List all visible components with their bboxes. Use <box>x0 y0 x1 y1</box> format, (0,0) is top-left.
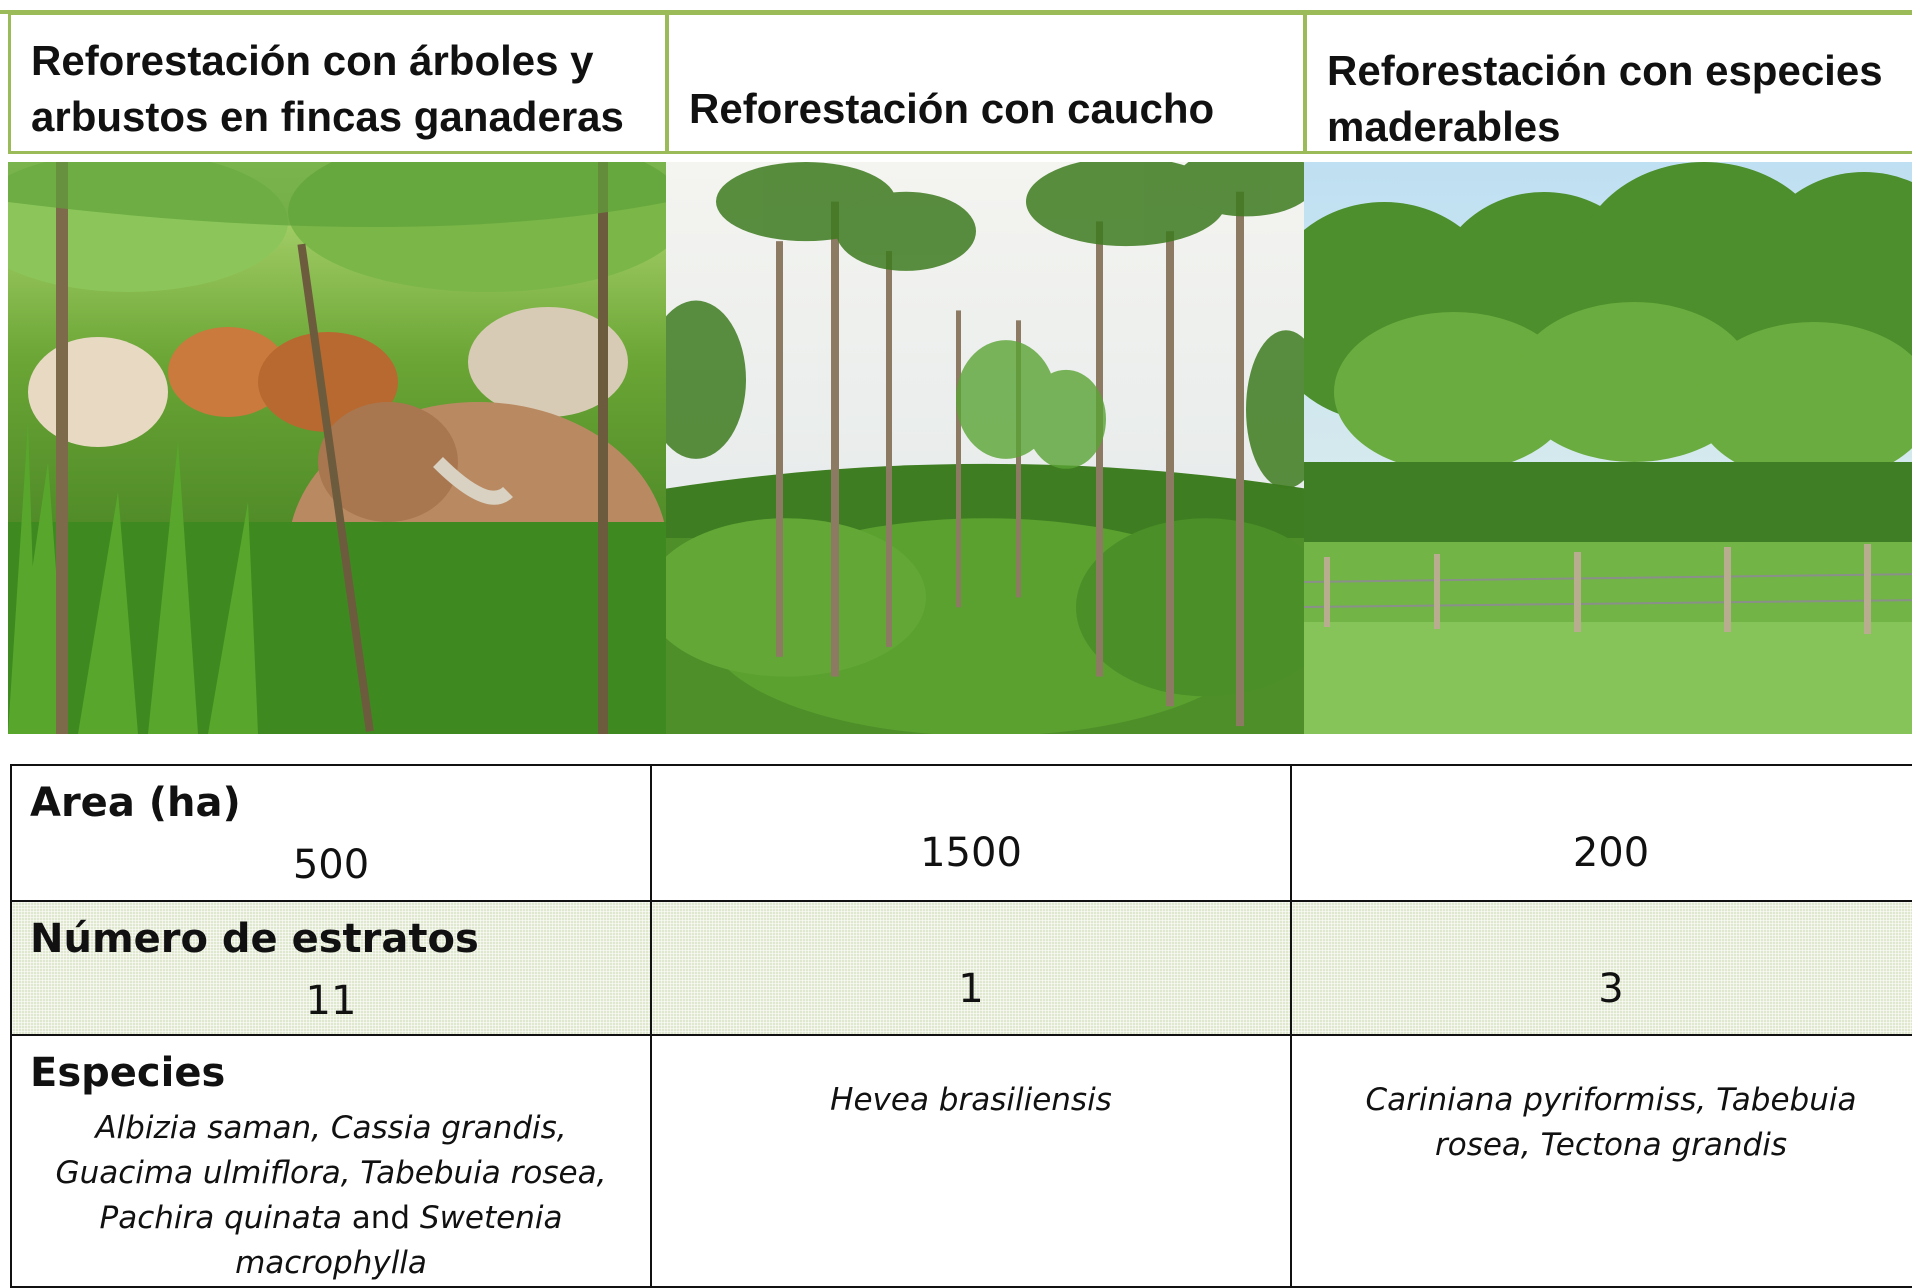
panel-rubber: Reforestación con caucho <box>666 12 1306 734</box>
rubber-plantation-photo <box>666 162 1306 734</box>
species-list: Cariniana pyriformiss, Tabebuia rosea, T… <box>1365 1082 1857 1163</box>
area-label: Area (ha) <box>30 780 241 826</box>
table-cell: Especies Albizia saman, Cassia grandis, … <box>10 1034 652 1288</box>
panel-title-rubber: Reforestación con caucho <box>666 12 1306 154</box>
panel-title-cattle-farms: Reforestación con árboles y arbustos en … <box>8 12 668 154</box>
area-value: 500 <box>292 842 370 888</box>
area-value: 1500 <box>920 830 1022 876</box>
title-line-1: Reforestación con especies <box>1327 47 1883 94</box>
species-names: Swetenia macrophylla <box>235 1200 563 1281</box>
table-cell: Número de estratos 11 <box>10 900 652 1036</box>
strata-value: 11 <box>305 978 357 1024</box>
table-cell: 3 <box>1290 900 1912 1036</box>
timber-plantation-photo <box>1304 162 1912 734</box>
table-row-strata: Número de estratos 11 1 3 <box>10 900 1912 1036</box>
table-cell: Hevea brasiliensis <box>650 1034 1292 1288</box>
table-row-species: Especies Albizia saman, Cassia grandis, … <box>10 1034 1912 1288</box>
table-cell: Area (ha) 500 <box>10 764 652 902</box>
panel-timber: Reforestación con especies maderables <box>1304 12 1912 734</box>
title-line-1: Reforestación con árboles y <box>31 37 594 84</box>
table-cell: 1 <box>650 900 1292 1036</box>
table-row-area: Area (ha) 500 1500 200 <box>10 764 1912 902</box>
panel-cattle-farms: Reforestación con árboles y arbustos en … <box>8 12 668 734</box>
strata-label: Número de estratos <box>30 916 479 962</box>
panel-title-timber: Reforestación con especies maderables <box>1304 12 1912 154</box>
species-conjunction: and <box>351 1200 411 1236</box>
cattle-grazing-photo <box>8 162 668 734</box>
title-line-2: maderables <box>1327 103 1561 150</box>
strata-value: 3 <box>1598 966 1624 1012</box>
table-cell: 1500 <box>650 764 1292 902</box>
strata-value: 1 <box>958 966 984 1012</box>
title-line-2: arbustos en fincas ganaderas <box>31 93 624 140</box>
table-cell: 200 <box>1290 764 1912 902</box>
species-names: Albizia saman, Cassia grandis, Guacima u… <box>55 1110 607 1236</box>
species-list: Albizia saman, Cassia grandis, Guacima u… <box>12 1106 650 1286</box>
area-value: 200 <box>1572 830 1650 876</box>
species-label: Especies <box>30 1050 226 1096</box>
species-list: Hevea brasiliensis <box>830 1082 1112 1118</box>
reforestation-data-table: Area (ha) 500 1500 200 Número de estrato… <box>10 764 1912 1288</box>
table-cell: Cariniana pyriformiss, Tabebuia rosea, T… <box>1290 1034 1912 1288</box>
